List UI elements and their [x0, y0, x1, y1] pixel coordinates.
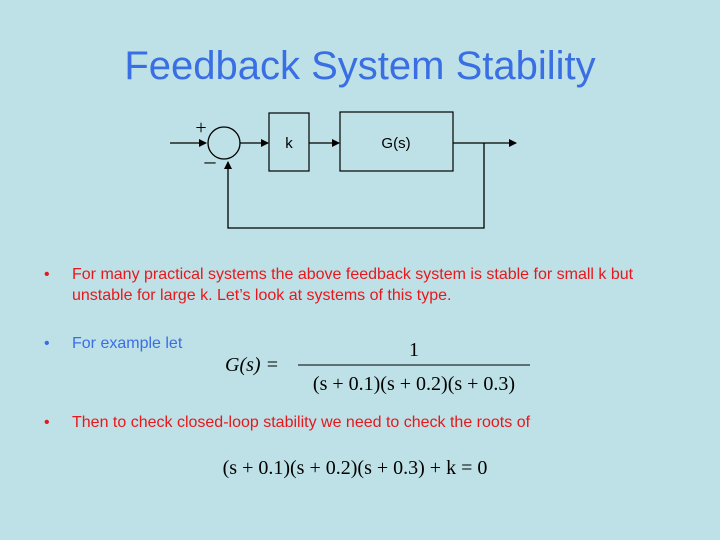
feedback-path	[224, 143, 485, 229]
bullet-stability-intro: • For many practical systems the above f…	[44, 264, 664, 306]
bullet-marker: •	[44, 266, 50, 283]
plant-g-block	[339, 111, 454, 172]
gain-k-block	[268, 112, 310, 172]
bullet-marker: •	[44, 335, 50, 352]
plant-g-label: G(s)	[381, 135, 410, 152]
characteristic-equation-text: (s + 0.1)(s + 0.2)(s + 0.3) + k = 0	[223, 457, 488, 479]
gain-k-label: k	[285, 135, 293, 152]
bullet-example: • For example let	[44, 333, 664, 354]
transfer-denominator: (s + 0.1)(s + 0.2)(s + 0.3)	[313, 373, 515, 395]
slide-title: Feedback System Stability	[124, 44, 596, 88]
bullet-closed-loop: • Then to check closed-loop stability we…	[44, 412, 664, 433]
transfer-numerator: 1	[409, 339, 419, 361]
transfer-lhs: G(s) =	[225, 354, 279, 376]
bullet-text: For many practical systems the above fee…	[72, 266, 634, 304]
bullet-text: For example let	[72, 335, 183, 352]
bullet-text: Then to check closed-loop stability we n…	[72, 414, 531, 431]
bullet-marker: •	[44, 414, 50, 431]
minus-sign: –	[204, 148, 217, 173]
plus-sign: +	[195, 117, 206, 139]
